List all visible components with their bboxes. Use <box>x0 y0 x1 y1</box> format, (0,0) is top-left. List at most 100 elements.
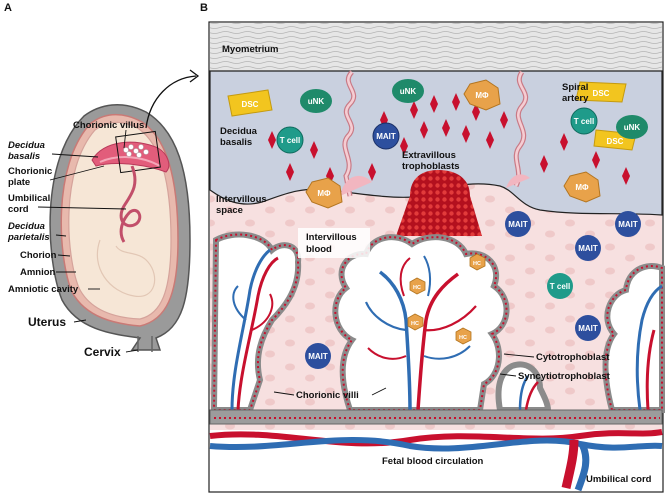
amniotic-cavity <box>68 121 172 320</box>
svg-text:T cell: T cell <box>574 117 594 126</box>
label-umbilical-cord-a-2: cord <box>8 204 29 215</box>
svg-text:T cell: T cell <box>280 136 300 145</box>
svg-text:DSC: DSC <box>607 137 624 146</box>
leader-uterus <box>73 319 87 323</box>
leader-cervix <box>125 349 139 353</box>
tcell-decidua-1: T cell <box>276 126 304 154</box>
label-chorion: Chorion <box>20 250 57 261</box>
label-chorionic-villus: Chorionic villus <box>73 120 144 131</box>
label-chorionic-villi: Chorionic villi <box>296 390 359 401</box>
svg-text:MΦ: MΦ <box>475 91 489 100</box>
hc-cell-3: HC <box>407 313 424 331</box>
label-extravillous-trophoblasts-2: trophoblasts <box>402 161 460 172</box>
svg-text:MAIT: MAIT <box>508 220 528 229</box>
label-umbilical-cord-a-1: Umbilical <box>8 193 50 204</box>
label-spiral-artery-2: artery <box>562 93 589 104</box>
svg-text:uNK: uNK <box>308 97 325 106</box>
label-umbilical-cord-b: Umbilical cord <box>586 474 652 485</box>
svg-text:MAIT: MAIT <box>308 352 328 361</box>
mphi-cell-2: MΦ <box>305 177 343 209</box>
label-intervillous-blood-1: Intervillous <box>306 232 357 243</box>
chorionic-villus-left <box>210 231 302 413</box>
label-decidua-basalis-b-1: Decidua <box>220 126 258 137</box>
label-fetal-blood-circulation: Fetal blood circulation <box>382 456 484 467</box>
chorionic-villus-zone <box>123 144 149 158</box>
uterus-illustration <box>49 104 191 352</box>
chorionic-villus-midright <box>495 361 552 413</box>
mait-decidua-1: MAIT <box>372 122 400 150</box>
artery-outlet-left <box>340 175 372 196</box>
leader-chorionic-plate <box>49 165 105 181</box>
zoom-arrow-head <box>189 69 200 83</box>
svg-text:uNK: uNK <box>624 123 641 132</box>
svg-text:MAIT: MAIT <box>618 220 638 229</box>
intervillous-blood-label-bg <box>298 228 370 258</box>
fetal-vessels <box>209 429 663 492</box>
unk-cell-1: uNK <box>300 89 332 113</box>
leader-chorionic-villi <box>371 387 387 396</box>
blood-inflow <box>396 170 482 236</box>
panel-a: A <box>4 2 200 359</box>
label-amniotic-cavity: Amniotic cavity <box>8 284 79 295</box>
zoom-box <box>115 130 161 174</box>
leader-syncytiotrophoblast <box>499 373 517 377</box>
unk-cell-2: uNK <box>392 79 424 103</box>
leader-decidua-parietalis <box>55 234 67 237</box>
label-chorionic-plate-1: Chorionic <box>8 166 52 177</box>
label-decidua-parietalis-1: Decidua <box>8 221 45 232</box>
label-decidua-basalis-b-2: basalis <box>220 137 252 148</box>
label-extravillous-trophoblasts-1: Extravillous <box>402 150 456 161</box>
svg-text:HC: HC <box>413 285 421 291</box>
mphi-cell-1: MΦ <box>463 79 501 111</box>
svg-text:MAIT: MAIT <box>578 244 598 253</box>
chorionic-villus-right <box>602 263 665 413</box>
leader-umbilical-cord-a <box>37 206 127 210</box>
myometrium-layer <box>210 23 662 71</box>
mait-ivs-5: MAIT <box>305 343 331 369</box>
svg-text:DSC: DSC <box>242 100 259 109</box>
tcell-decidua-2: T cell <box>570 107 598 135</box>
leader-chorionic-villi-2 <box>273 391 295 396</box>
label-uterus: Uterus <box>28 315 66 329</box>
leader-chorion <box>57 254 71 257</box>
svg-text:MAIT: MAIT <box>376 132 396 141</box>
panel-b: B Myometrium <box>200 2 665 493</box>
svg-text:uNK: uNK <box>400 87 417 96</box>
spiral-artery-left <box>342 70 357 197</box>
mphi-cell-3: MΦ <box>563 171 601 203</box>
svg-text:T cell: T cell <box>550 282 570 291</box>
zoom-arrow <box>145 75 197 129</box>
label-syncytiotrophoblast: Syncytiotrophoblast <box>518 371 611 382</box>
leader-chorionic-villus <box>123 129 127 149</box>
label-decidua-basalis-a-1: Decidua <box>8 140 45 151</box>
svg-text:DSC: DSC <box>593 89 610 98</box>
hc-cell-2: HC <box>409 277 426 295</box>
label-intervillous-space-2: space <box>216 205 243 216</box>
unk-cell-3: uNK <box>616 115 648 139</box>
svg-text:HC: HC <box>473 261 481 267</box>
chorionic-plate <box>99 156 161 167</box>
label-myometrium: Myometrium <box>222 44 278 55</box>
svg-text:MΦ: MΦ <box>317 189 331 198</box>
label-cytotrophoblast: Cytotrophoblast <box>536 352 610 363</box>
mait-ivs-4: MAIT <box>575 315 601 341</box>
leader-cytotrophoblast <box>503 353 535 358</box>
label-decidua-parietalis-2: parietalis <box>7 232 50 243</box>
svg-text:MAIT: MAIT <box>578 324 598 333</box>
mait-ivs-1: MAIT <box>505 211 531 237</box>
label-intervillous-space-1: Intervillous <box>216 194 267 205</box>
label-intervillous-blood-2: blood <box>306 244 332 255</box>
label-cervix: Cervix <box>84 345 121 359</box>
fetus-outline <box>96 239 156 297</box>
cervix-canal <box>137 336 153 352</box>
dsc-cell-1: DSC <box>227 89 273 117</box>
panel-a-letter: A <box>4 2 12 14</box>
mait-ivs-2: MAIT <box>615 211 641 237</box>
hc-cell-1: HC <box>469 253 486 271</box>
svg-text:HC: HC <box>459 335 467 341</box>
mait-ivs-3: MAIT <box>575 235 601 261</box>
label-decidua-basalis-a-2: basalis <box>8 151 40 162</box>
label-chorionic-plate-2: plate <box>8 177 30 188</box>
leader-decidua-basalis-a <box>51 153 99 158</box>
